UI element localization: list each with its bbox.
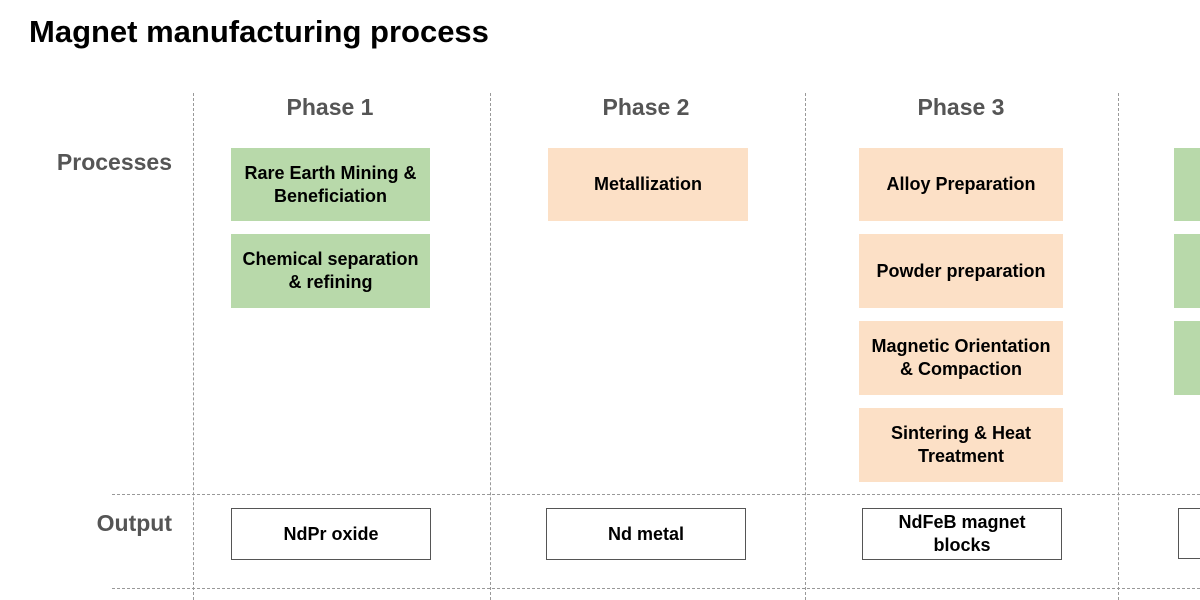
process-box: Powder preparation	[859, 234, 1063, 308]
partial-process-box	[1174, 234, 1200, 308]
row-divider	[112, 494, 1200, 495]
process-box: Chemical separation & refining	[231, 234, 430, 308]
column-divider	[193, 93, 194, 600]
process-box: Metallization	[548, 148, 748, 221]
output-box: Nd metal	[546, 508, 746, 560]
output-box: NdPr oxide	[231, 508, 431, 560]
column-divider	[1118, 93, 1119, 600]
row-divider	[112, 588, 1200, 589]
partial-output-box	[1178, 508, 1200, 559]
column-divider	[490, 93, 491, 600]
partial-process-box	[1174, 321, 1200, 395]
output-box: NdFeB magnet blocks	[862, 508, 1062, 560]
process-box: Sintering & Heat Treatment	[859, 408, 1063, 482]
process-box: Magnetic Orientation & Compaction	[859, 321, 1063, 395]
phase-2-title: Phase 2	[602, 94, 690, 120]
phase-1-title: Phase 1	[286, 94, 374, 120]
column-divider	[805, 93, 806, 600]
process-box: Rare Earth Mining & Beneficiation	[231, 148, 430, 221]
partial-process-box	[1174, 148, 1200, 221]
page-title: Magnet manufacturing process	[29, 14, 489, 49]
phase-3-title: Phase 3	[917, 94, 1005, 120]
processes-row-label: Processes	[56, 149, 172, 175]
output-row-label: Output	[96, 510, 172, 536]
process-box: Alloy Preparation	[859, 148, 1063, 221]
